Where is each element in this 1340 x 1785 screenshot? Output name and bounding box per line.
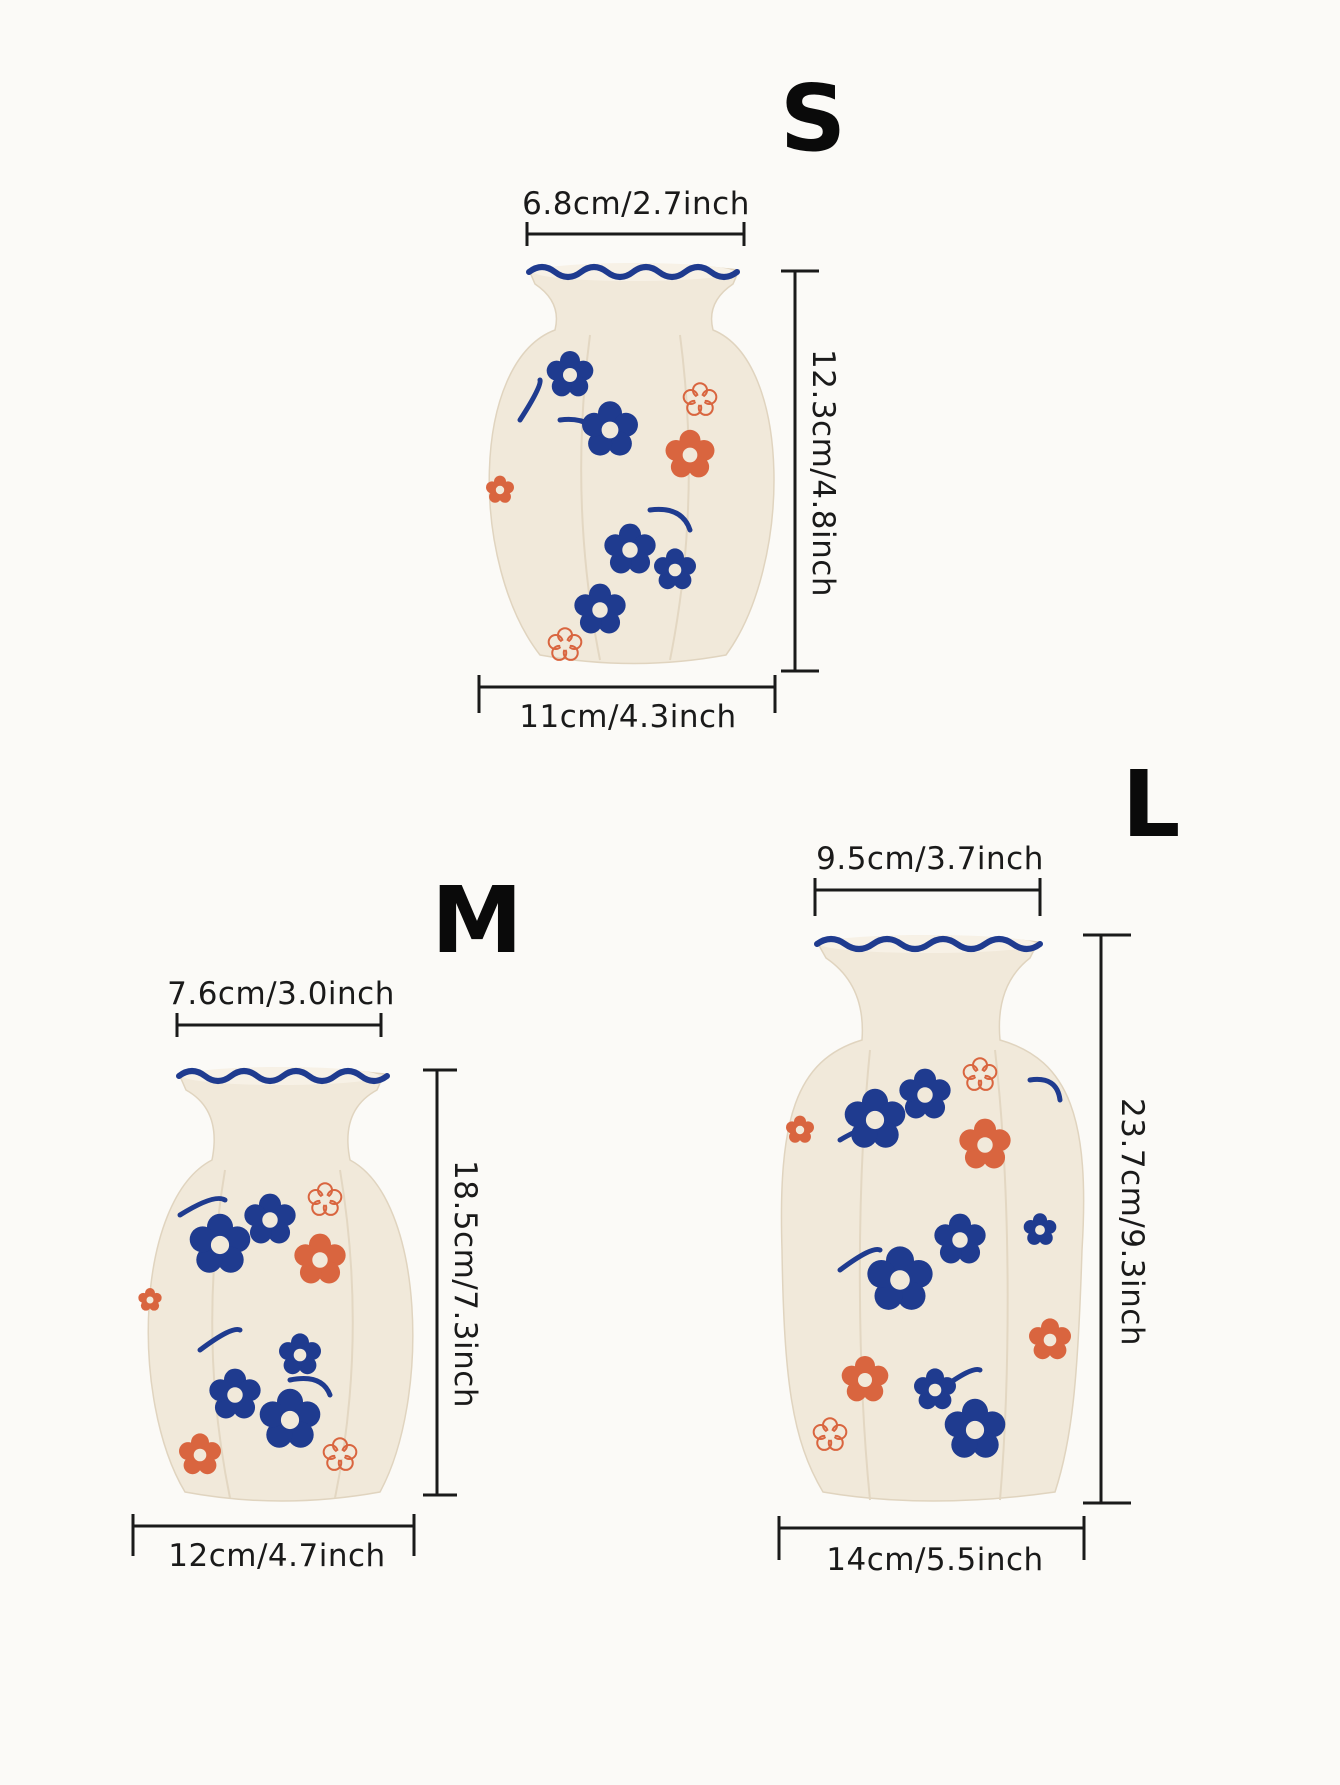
orange-flower xyxy=(322,1437,358,1471)
vase-small xyxy=(486,263,775,665)
vase-small-group: S 6.8cm/2.7inch 12.3cm/4.8inch 11cm/4.3i… xyxy=(477,65,846,735)
orange-flower xyxy=(138,1288,162,1311)
dim-large-bottom: 14cm/5.5inch xyxy=(777,1516,1086,1578)
dimension-line-height xyxy=(1083,933,1131,1505)
orange-flower xyxy=(307,1182,343,1216)
dimension-line-height xyxy=(423,1068,457,1497)
top-width-label: 7.6cm/3.0inch xyxy=(167,976,395,1012)
vase-large-body xyxy=(780,935,1085,1502)
blue-flower xyxy=(844,1088,906,1148)
orange-flower xyxy=(959,1118,1011,1169)
vase-small-rim xyxy=(526,264,740,280)
vine-stroke xyxy=(1027,1076,1063,1103)
blue-flower xyxy=(899,1068,951,1119)
orange-flower xyxy=(682,382,718,416)
vine-stroke xyxy=(197,1326,243,1353)
blue-flower xyxy=(867,1246,933,1310)
vase-medium-rim xyxy=(176,1068,390,1084)
dim-small-height: 12.3cm/4.8inch xyxy=(781,269,841,673)
orange-flower xyxy=(547,627,583,661)
vine-stroke xyxy=(517,377,543,423)
dimension-line-bottom xyxy=(131,1514,416,1556)
vase-medium-flowers xyxy=(138,1182,358,1475)
dimension-line-bottom xyxy=(777,1516,1086,1560)
dim-large-top: 9.5cm/3.7inch xyxy=(813,841,1044,916)
vine-stroke xyxy=(647,506,693,533)
blue-flower xyxy=(604,523,656,574)
size-label-s: S xyxy=(780,65,846,172)
dimension-line-top xyxy=(525,222,746,246)
orange-flower xyxy=(486,475,514,503)
dim-medium-bottom: 12cm/4.7inch xyxy=(131,1514,416,1574)
size-label-m: M xyxy=(431,867,523,974)
bottom-width-label: 11cm/4.3inch xyxy=(519,699,736,735)
orange-flower xyxy=(786,1115,814,1143)
blue-flower xyxy=(546,351,594,397)
blue-flower xyxy=(1023,1213,1057,1245)
orange-flower xyxy=(841,1356,889,1402)
blue-flower xyxy=(244,1193,296,1244)
dimension-line-top xyxy=(813,878,1042,916)
dim-small-top: 6.8cm/2.7inch xyxy=(522,186,750,246)
vase-large-group: L 9.5cm/3.7inch 23.7cm/9.3inch 14cm/5.5i… xyxy=(777,751,1181,1578)
dim-medium-height: 18.5cm/7.3inch xyxy=(423,1068,483,1497)
blue-flower xyxy=(279,1333,321,1375)
dimension-line-height xyxy=(781,269,819,673)
orange-flower xyxy=(1029,1318,1071,1360)
orange-flower xyxy=(665,429,715,478)
orange-flower xyxy=(294,1233,346,1284)
bottom-width-label: 12cm/4.7inch xyxy=(168,1538,385,1574)
vase-small-flowers xyxy=(486,351,718,661)
vase-medium-group: M 7.6cm/3.0inch 18.5cm/7.3inch 12cm/4.7i… xyxy=(131,867,523,1574)
bottom-width-label: 14cm/5.5inch xyxy=(826,1542,1043,1578)
dimension-line-top xyxy=(175,1013,383,1037)
top-width-label: 9.5cm/3.7inch xyxy=(816,841,1044,877)
size-label-l: L xyxy=(1122,751,1181,858)
vase-large-rim xyxy=(814,936,1043,952)
vase-medium xyxy=(138,1067,414,1502)
blue-flower xyxy=(259,1388,321,1448)
blue-flower xyxy=(934,1213,986,1264)
blue-flower xyxy=(189,1213,251,1273)
dim-large-height: 23.7cm/9.3inch xyxy=(1083,933,1150,1505)
orange-flower xyxy=(179,1433,221,1475)
height-label: 18.5cm/7.3inch xyxy=(447,1160,483,1408)
blue-flower xyxy=(582,401,638,456)
dim-medium-top: 7.6cm/3.0inch xyxy=(167,976,395,1037)
vine-stroke xyxy=(837,1246,883,1273)
blue-flower xyxy=(944,1398,1006,1458)
vase-large-flowers xyxy=(786,1057,1071,1458)
height-label: 23.7cm/9.3inch xyxy=(1114,1098,1150,1346)
vine-stroke xyxy=(287,1376,333,1398)
blue-flower xyxy=(209,1368,261,1419)
blue-flower xyxy=(654,548,696,590)
dim-small-bottom: 11cm/4.3inch xyxy=(477,675,777,735)
top-width-label: 6.8cm/2.7inch xyxy=(522,186,750,222)
vase-large xyxy=(780,935,1085,1502)
orange-flower xyxy=(812,1417,848,1451)
vase-small-body xyxy=(488,263,775,665)
orange-flower xyxy=(962,1057,998,1091)
dimension-line-bottom xyxy=(477,675,777,713)
height-label: 12.3cm/4.8inch xyxy=(805,349,841,597)
vine-stroke xyxy=(177,1196,228,1218)
blue-flower xyxy=(914,1368,956,1410)
blue-flower xyxy=(574,583,626,634)
